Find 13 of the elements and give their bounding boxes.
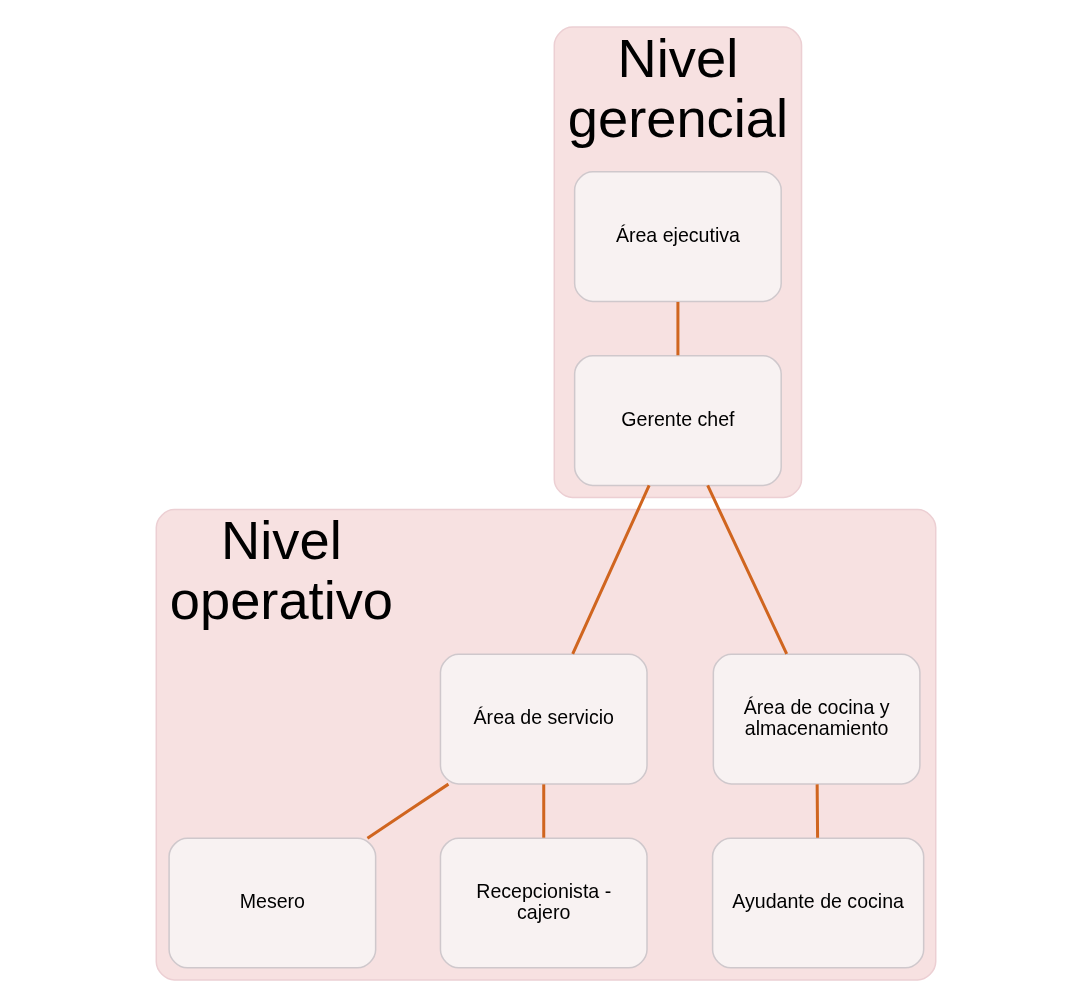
connector bbox=[541, 783, 545, 838]
connector bbox=[570, 484, 650, 654]
node-box: Ayudante de cocina bbox=[711, 836, 924, 969]
node-box: Área de servicio bbox=[439, 653, 648, 785]
node-box: Gerente chef bbox=[573, 354, 782, 486]
connector bbox=[675, 301, 679, 355]
node-box: Mesero bbox=[167, 836, 376, 969]
node-box: Área ejecutiva bbox=[573, 170, 782, 302]
node-box: Área de cocina y almacenamiento bbox=[712, 653, 921, 785]
connector bbox=[815, 783, 819, 838]
connector bbox=[705, 484, 788, 654]
node-box: Recepcionista - cajero bbox=[439, 836, 648, 969]
connector bbox=[366, 782, 449, 839]
